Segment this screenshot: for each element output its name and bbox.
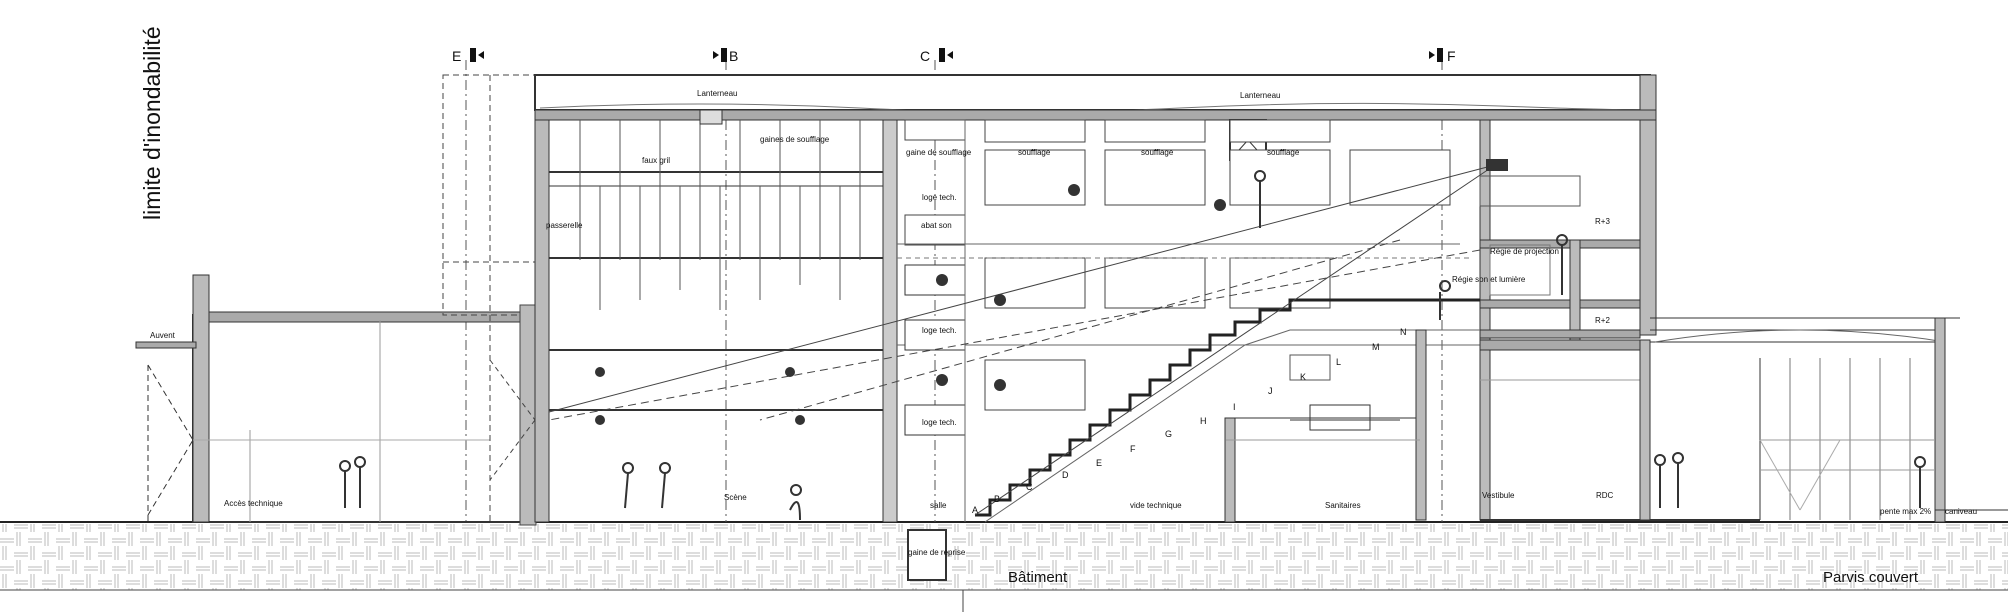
gaine-reprise-box bbox=[907, 529, 947, 581]
left-wing bbox=[135, 274, 530, 523]
vertical-title: limite d'inondabilité bbox=[139, 26, 165, 220]
label-soufflage-3: soufflage bbox=[1267, 148, 1300, 157]
label-acces-technique: Accès technique bbox=[224, 499, 283, 508]
label-parvis-couvert: Parvis couvert bbox=[1823, 569, 1919, 586]
label-soufflage-1: soufflage bbox=[1018, 148, 1051, 157]
sightlines bbox=[548, 164, 1496, 516]
label-lanterneau-left: Lanterneau bbox=[697, 89, 737, 98]
label-gaines-soufflage: gaines de soufflage bbox=[760, 135, 830, 144]
label-scene: Scène bbox=[724, 493, 747, 502]
seat-row-C: C bbox=[1026, 482, 1033, 492]
stage-lights bbox=[595, 184, 1226, 425]
label-lanterneau-right: Lanterneau bbox=[1240, 91, 1280, 100]
seat-row-letters: A B C D E F G H I J K L M N bbox=[972, 327, 1407, 515]
seat-row-K: K bbox=[1300, 372, 1306, 382]
label-regie-son: Régie son et lumière bbox=[1452, 275, 1526, 284]
label-loge-tech-3: loge tech. bbox=[922, 418, 957, 427]
seat-row-M: M bbox=[1372, 342, 1380, 352]
seat-row-J: J bbox=[1268, 386, 1273, 396]
label-abat-son: abat son bbox=[921, 221, 952, 230]
label-faux-gril: faux gril bbox=[642, 156, 670, 165]
lower-floors bbox=[1224, 329, 1760, 523]
label-sanitaires: Sanitaires bbox=[1325, 501, 1361, 510]
seat-row-E: E bbox=[1096, 458, 1102, 468]
label-salle: salle bbox=[930, 501, 947, 510]
label-soufflage-2: soufflage bbox=[1141, 148, 1174, 157]
section-flags bbox=[470, 48, 1443, 62]
label-pente: pente max 2% bbox=[1880, 507, 1931, 516]
control-rooms bbox=[1479, 119, 1641, 521]
seat-row-L: L bbox=[1336, 357, 1341, 367]
section-E: E bbox=[452, 48, 461, 64]
ceiling-panels bbox=[897, 119, 1490, 411]
label-vestibule: Vestibule bbox=[1482, 491, 1515, 500]
label-r2: R+2 bbox=[1595, 316, 1610, 325]
seat-row-H: H bbox=[1200, 416, 1207, 426]
stair-tower bbox=[442, 74, 537, 526]
seat-row-B: B bbox=[994, 494, 1000, 504]
seat-row-F: F bbox=[1130, 444, 1136, 454]
label-auvent: Auvent bbox=[150, 331, 176, 340]
ground-hatch bbox=[0, 524, 2008, 590]
label-passerelle: passerelle bbox=[546, 221, 583, 230]
label-gaine-reprise: gaine de reprise bbox=[908, 548, 966, 557]
section-F: F bbox=[1447, 48, 1456, 64]
section-B: B bbox=[729, 48, 738, 64]
label-r3: R+3 bbox=[1595, 217, 1610, 226]
people-figures bbox=[339, 159, 1926, 521]
label-regie-projection: Régie de projection bbox=[1490, 247, 1559, 256]
seat-row-I: I bbox=[1233, 402, 1236, 412]
label-batiment: Bâtiment bbox=[1008, 569, 1068, 586]
canopy bbox=[1650, 317, 2008, 523]
section-C: C bbox=[920, 48, 930, 64]
seat-row-D: D bbox=[1062, 470, 1069, 480]
label-caniveau: caniveau bbox=[1945, 507, 1977, 516]
main-hall bbox=[534, 74, 1657, 523]
label-vide-technique: vide technique bbox=[1130, 501, 1182, 510]
stepped-seating bbox=[975, 298, 1480, 517]
label-rdc: RDC bbox=[1596, 491, 1614, 500]
seat-row-A: A bbox=[972, 505, 978, 515]
label-gaine-soufflage: gaine de soufflage bbox=[906, 148, 972, 157]
seat-row-N: N bbox=[1400, 327, 1407, 337]
label-loge-tech-1: loge tech. bbox=[922, 193, 957, 202]
seat-row-G: G bbox=[1165, 429, 1172, 439]
label-loge-tech-2: loge tech. bbox=[922, 326, 957, 335]
